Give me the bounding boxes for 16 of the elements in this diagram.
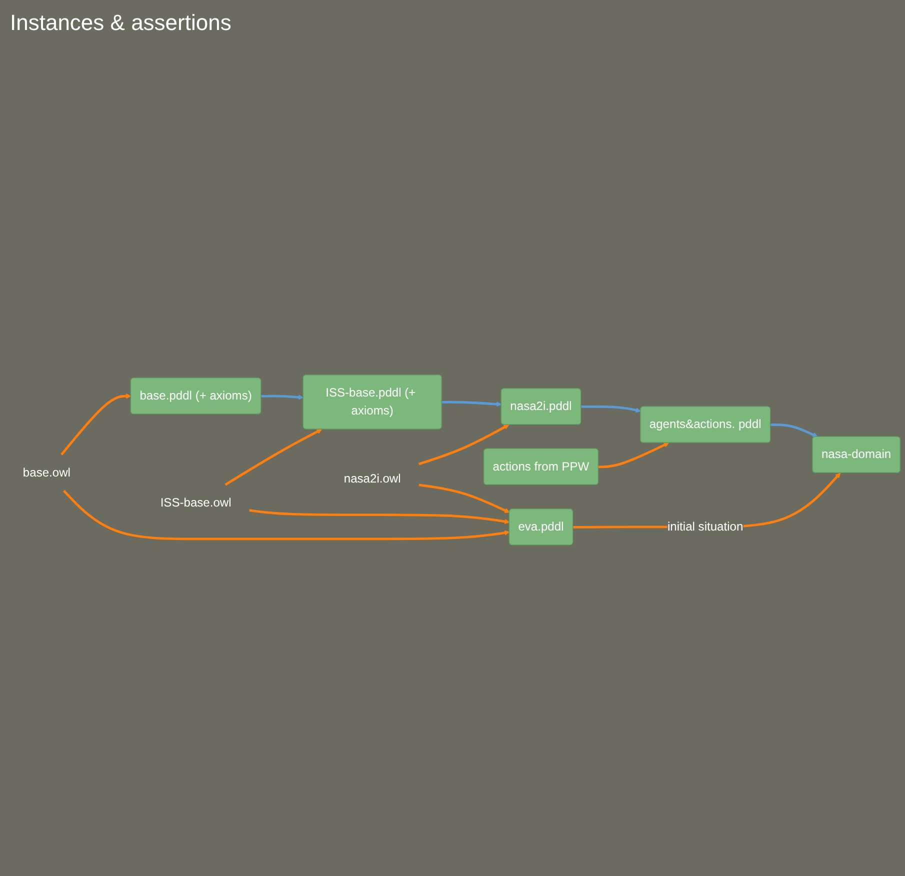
arrow [418, 424, 510, 466]
arrow [62, 490, 510, 540]
arrow [60, 394, 132, 456]
arrow [770, 424, 818, 438]
node-text: ISS-base.owl [160, 496, 232, 510]
note-text: Instances & assertions [10, 10, 232, 36]
node-text: nasa2i.owl [344, 472, 401, 486]
node-text: base.owl [22, 466, 70, 480]
edge-label: initial situation [667, 520, 744, 534]
arrow [442, 401, 502, 407]
arrow [581, 406, 641, 413]
arrow [224, 429, 322, 486]
arrow [418, 484, 510, 514]
arrow [598, 442, 669, 468]
arrow [249, 509, 510, 524]
arrow [261, 394, 304, 400]
